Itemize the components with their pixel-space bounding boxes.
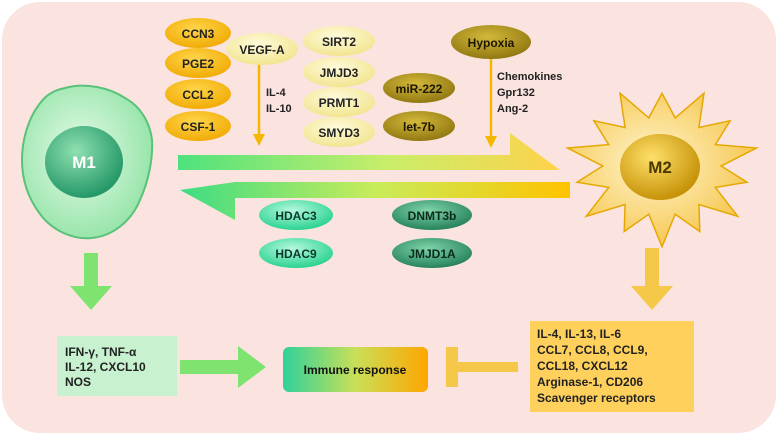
m2-output-line-1: IL-4, IL-13, IL-6 xyxy=(537,327,621,341)
m2-label: M2 xyxy=(648,158,672,177)
svg-text:let-7b: let-7b xyxy=(403,120,435,134)
factor-sirt2: SIRT2 xyxy=(303,26,375,56)
factor-hdac3: HDAC3 xyxy=(259,200,333,230)
m2-output-line-4: Arginase-1, CD206 xyxy=(537,375,643,389)
factor-jmjd1a: JMJD1A xyxy=(392,238,472,268)
m2-output-arrow xyxy=(631,248,673,310)
m2-nucleus xyxy=(620,134,700,200)
factor-hypoxia: Hypoxia xyxy=(451,25,531,59)
m2-output-line-2: CCL7, CCL8, CCL9, xyxy=(537,343,648,357)
svg-text:DNMT3b: DNMT3b xyxy=(408,209,457,223)
svg-text:JMJD1A: JMJD1A xyxy=(408,247,456,261)
orange-factor-group: CCN3 PGE2 CCL2 CSF-1 xyxy=(165,18,231,141)
m1-output-box: IFN-γ, TNF-α IL-12, CXCL10 NOS xyxy=(57,336,177,396)
hypoxia-note-chemokines: Chemokines xyxy=(497,71,562,83)
svg-text:CSF-1: CSF-1 xyxy=(181,120,216,134)
svg-text:miR-222: miR-222 xyxy=(396,82,443,96)
arrow-m1-to-m2 xyxy=(178,133,560,170)
m1-to-immune-arrow xyxy=(180,346,266,388)
vegf-note-il10: IL-10 xyxy=(266,103,292,115)
svg-text:Hypoxia: Hypoxia xyxy=(468,36,515,50)
immune-response-label: Immune response xyxy=(304,363,407,377)
vegf-note-il4: IL-4 xyxy=(266,87,286,99)
factor-mir222: miR-222 xyxy=(383,73,455,103)
m1-nucleus xyxy=(45,126,123,198)
factor-ccn3: CCN3 xyxy=(165,18,231,48)
m1-label: M1 xyxy=(72,153,96,172)
svg-text:PGE2: PGE2 xyxy=(182,57,214,71)
m2-inhibition-bar xyxy=(446,347,518,387)
factor-ccl2: CCL2 xyxy=(165,79,231,109)
factor-hdac9: HDAC9 xyxy=(259,238,333,268)
m1-cell: M1 xyxy=(20,84,154,240)
m2-output-line-5: Scavenger receptors xyxy=(537,391,656,405)
m1-output-arrow xyxy=(70,253,112,310)
m2-cell: M2 xyxy=(564,91,760,249)
hypoxia-note-gpr132: Gpr132 xyxy=(497,87,535,99)
factor-pge2: PGE2 xyxy=(165,48,231,78)
immune-response-box: Immune response xyxy=(283,347,428,392)
m1-output-line-2: IL-12, CXCL10 xyxy=(65,360,146,374)
hypoxia-note-ang2: Ang-2 xyxy=(497,103,528,115)
m2-output-box: IL-4, IL-13, IL-6 CCL7, CCL8, CCL9, CCL1… xyxy=(530,321,694,412)
svg-text:HDAC9: HDAC9 xyxy=(275,247,317,261)
arrow-m2-to-m1 xyxy=(180,182,570,220)
svg-text:CCN3: CCN3 xyxy=(182,27,215,41)
svg-text:SMYD3: SMYD3 xyxy=(318,126,360,140)
svg-text:CCL2: CCL2 xyxy=(182,88,214,102)
svg-text:HDAC3: HDAC3 xyxy=(275,209,317,223)
svg-text:JMJD3: JMJD3 xyxy=(320,66,359,80)
olive-factor-group: miR-222 let-7b xyxy=(383,73,455,141)
vegf-down-arrow xyxy=(253,60,265,146)
m1-output-line-3: NOS xyxy=(65,375,91,389)
teal-dark-factor-group: DNMT3b JMJD1A xyxy=(392,200,472,268)
factor-smyd3: SMYD3 xyxy=(303,117,375,147)
factor-csf1: CSF-1 xyxy=(165,111,231,141)
svg-text:VEGF-A: VEGF-A xyxy=(239,43,285,57)
factor-vegf-a: VEGF-A xyxy=(226,33,298,65)
hypoxia-down-arrow xyxy=(485,58,497,148)
m1-output-line-1: IFN-γ, TNF-α xyxy=(65,345,137,359)
factor-let7b: let-7b xyxy=(383,111,455,141)
factor-dnmt3b: DNMT3b xyxy=(392,200,472,230)
teal-light-factor-group: HDAC3 HDAC9 xyxy=(259,200,333,268)
factor-prmt1: PRMT1 xyxy=(303,87,375,117)
svg-text:PRMT1: PRMT1 xyxy=(319,96,360,110)
pale-factor-group: SIRT2 JMJD3 PRMT1 SMYD3 xyxy=(303,26,375,147)
factor-jmjd3: JMJD3 xyxy=(303,57,375,87)
m2-output-line-3: CCL18, CXCL12 xyxy=(537,359,628,373)
svg-text:SIRT2: SIRT2 xyxy=(322,35,356,49)
